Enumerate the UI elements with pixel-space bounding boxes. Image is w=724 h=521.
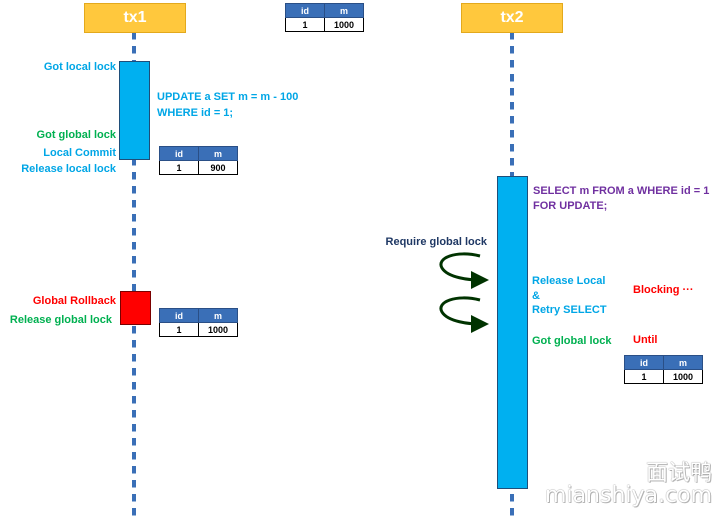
tx1-title: tx1 bbox=[123, 9, 147, 26]
table-header-id: id bbox=[624, 355, 664, 370]
tx2-got-global-lock-label: Got global lock bbox=[532, 335, 612, 347]
table-header-id: id bbox=[159, 146, 199, 161]
table-cell-m: 1000 bbox=[324, 17, 364, 32]
table-header-m: m bbox=[324, 3, 364, 18]
tx2-local-transaction-bar bbox=[497, 176, 528, 489]
tx1-got-global-lock-label: Got global lock bbox=[36, 129, 116, 141]
table-tx2-result: id m 1 1000 bbox=[624, 355, 703, 384]
tx1-local-commit-label: Local Commit bbox=[43, 147, 116, 159]
tx2-blocking-label: Blocking ··· bbox=[633, 284, 694, 296]
tx1-header: tx1 bbox=[84, 3, 186, 33]
watermark-chinese: 面试鸭 bbox=[645, 461, 712, 486]
tx2-require-global-lock-label: Require global lock bbox=[385, 236, 487, 248]
table-cell-m: 1000 bbox=[198, 322, 238, 337]
tx1-local-transaction-bar bbox=[119, 61, 150, 160]
tx2-retry-select-label: Retry SELECT bbox=[532, 304, 607, 316]
table-cell-id: 1 bbox=[624, 369, 664, 384]
tx2-until-label: Until bbox=[633, 334, 658, 346]
tx2-select-sql-line1: SELECT m FROM a WHERE id = 1 bbox=[533, 185, 710, 197]
table-header-id: id bbox=[159, 308, 199, 323]
table-cell-m: 900 bbox=[198, 160, 238, 175]
table-after-update: id m 1 900 bbox=[159, 146, 238, 175]
tx2-ampersand-label: & bbox=[532, 290, 540, 302]
loop-arrow-icon bbox=[439, 296, 489, 333]
table-header-id: id bbox=[285, 3, 325, 18]
tx1-global-rollback-label: Global Rollback bbox=[32, 295, 116, 307]
tx2-title: tx2 bbox=[500, 9, 524, 26]
tx2-release-local-label: Release Local bbox=[532, 275, 606, 287]
tx2-header: tx2 bbox=[461, 3, 563, 33]
table-after-rollback: id m 1 1000 bbox=[159, 308, 238, 337]
table-cell-id: 1 bbox=[285, 17, 325, 32]
table-cell-m: 1000 bbox=[663, 369, 703, 384]
table-header-m: m bbox=[663, 355, 703, 370]
loop-arrow-icon bbox=[439, 252, 489, 289]
tx1-global-rollback-box bbox=[120, 291, 151, 325]
retry-loop-arrows bbox=[439, 252, 489, 333]
tx1-release-global-lock-label: Release global lock bbox=[9, 314, 112, 326]
table-cell-id: 1 bbox=[159, 322, 199, 337]
watermark-site: mianshiya.com bbox=[545, 483, 712, 508]
tx1-lifeline bbox=[132, 32, 136, 521]
tx1-release-local-lock-label: Release local lock bbox=[21, 163, 116, 175]
table-header-m: m bbox=[198, 308, 238, 323]
tx1-update-sql-line2: WHERE id = 1; bbox=[157, 107, 234, 119]
table-cell-id: 1 bbox=[159, 160, 199, 175]
table-top: id m 1 1000 bbox=[285, 3, 364, 32]
tx1-got-local-lock-label: Got local lock bbox=[43, 61, 116, 73]
tx1-update-sql-line1: UPDATE a SET m = m - 100 bbox=[157, 91, 299, 103]
table-header-m: m bbox=[198, 146, 238, 161]
tx2-select-sql-line2: FOR UPDATE; bbox=[533, 200, 608, 212]
